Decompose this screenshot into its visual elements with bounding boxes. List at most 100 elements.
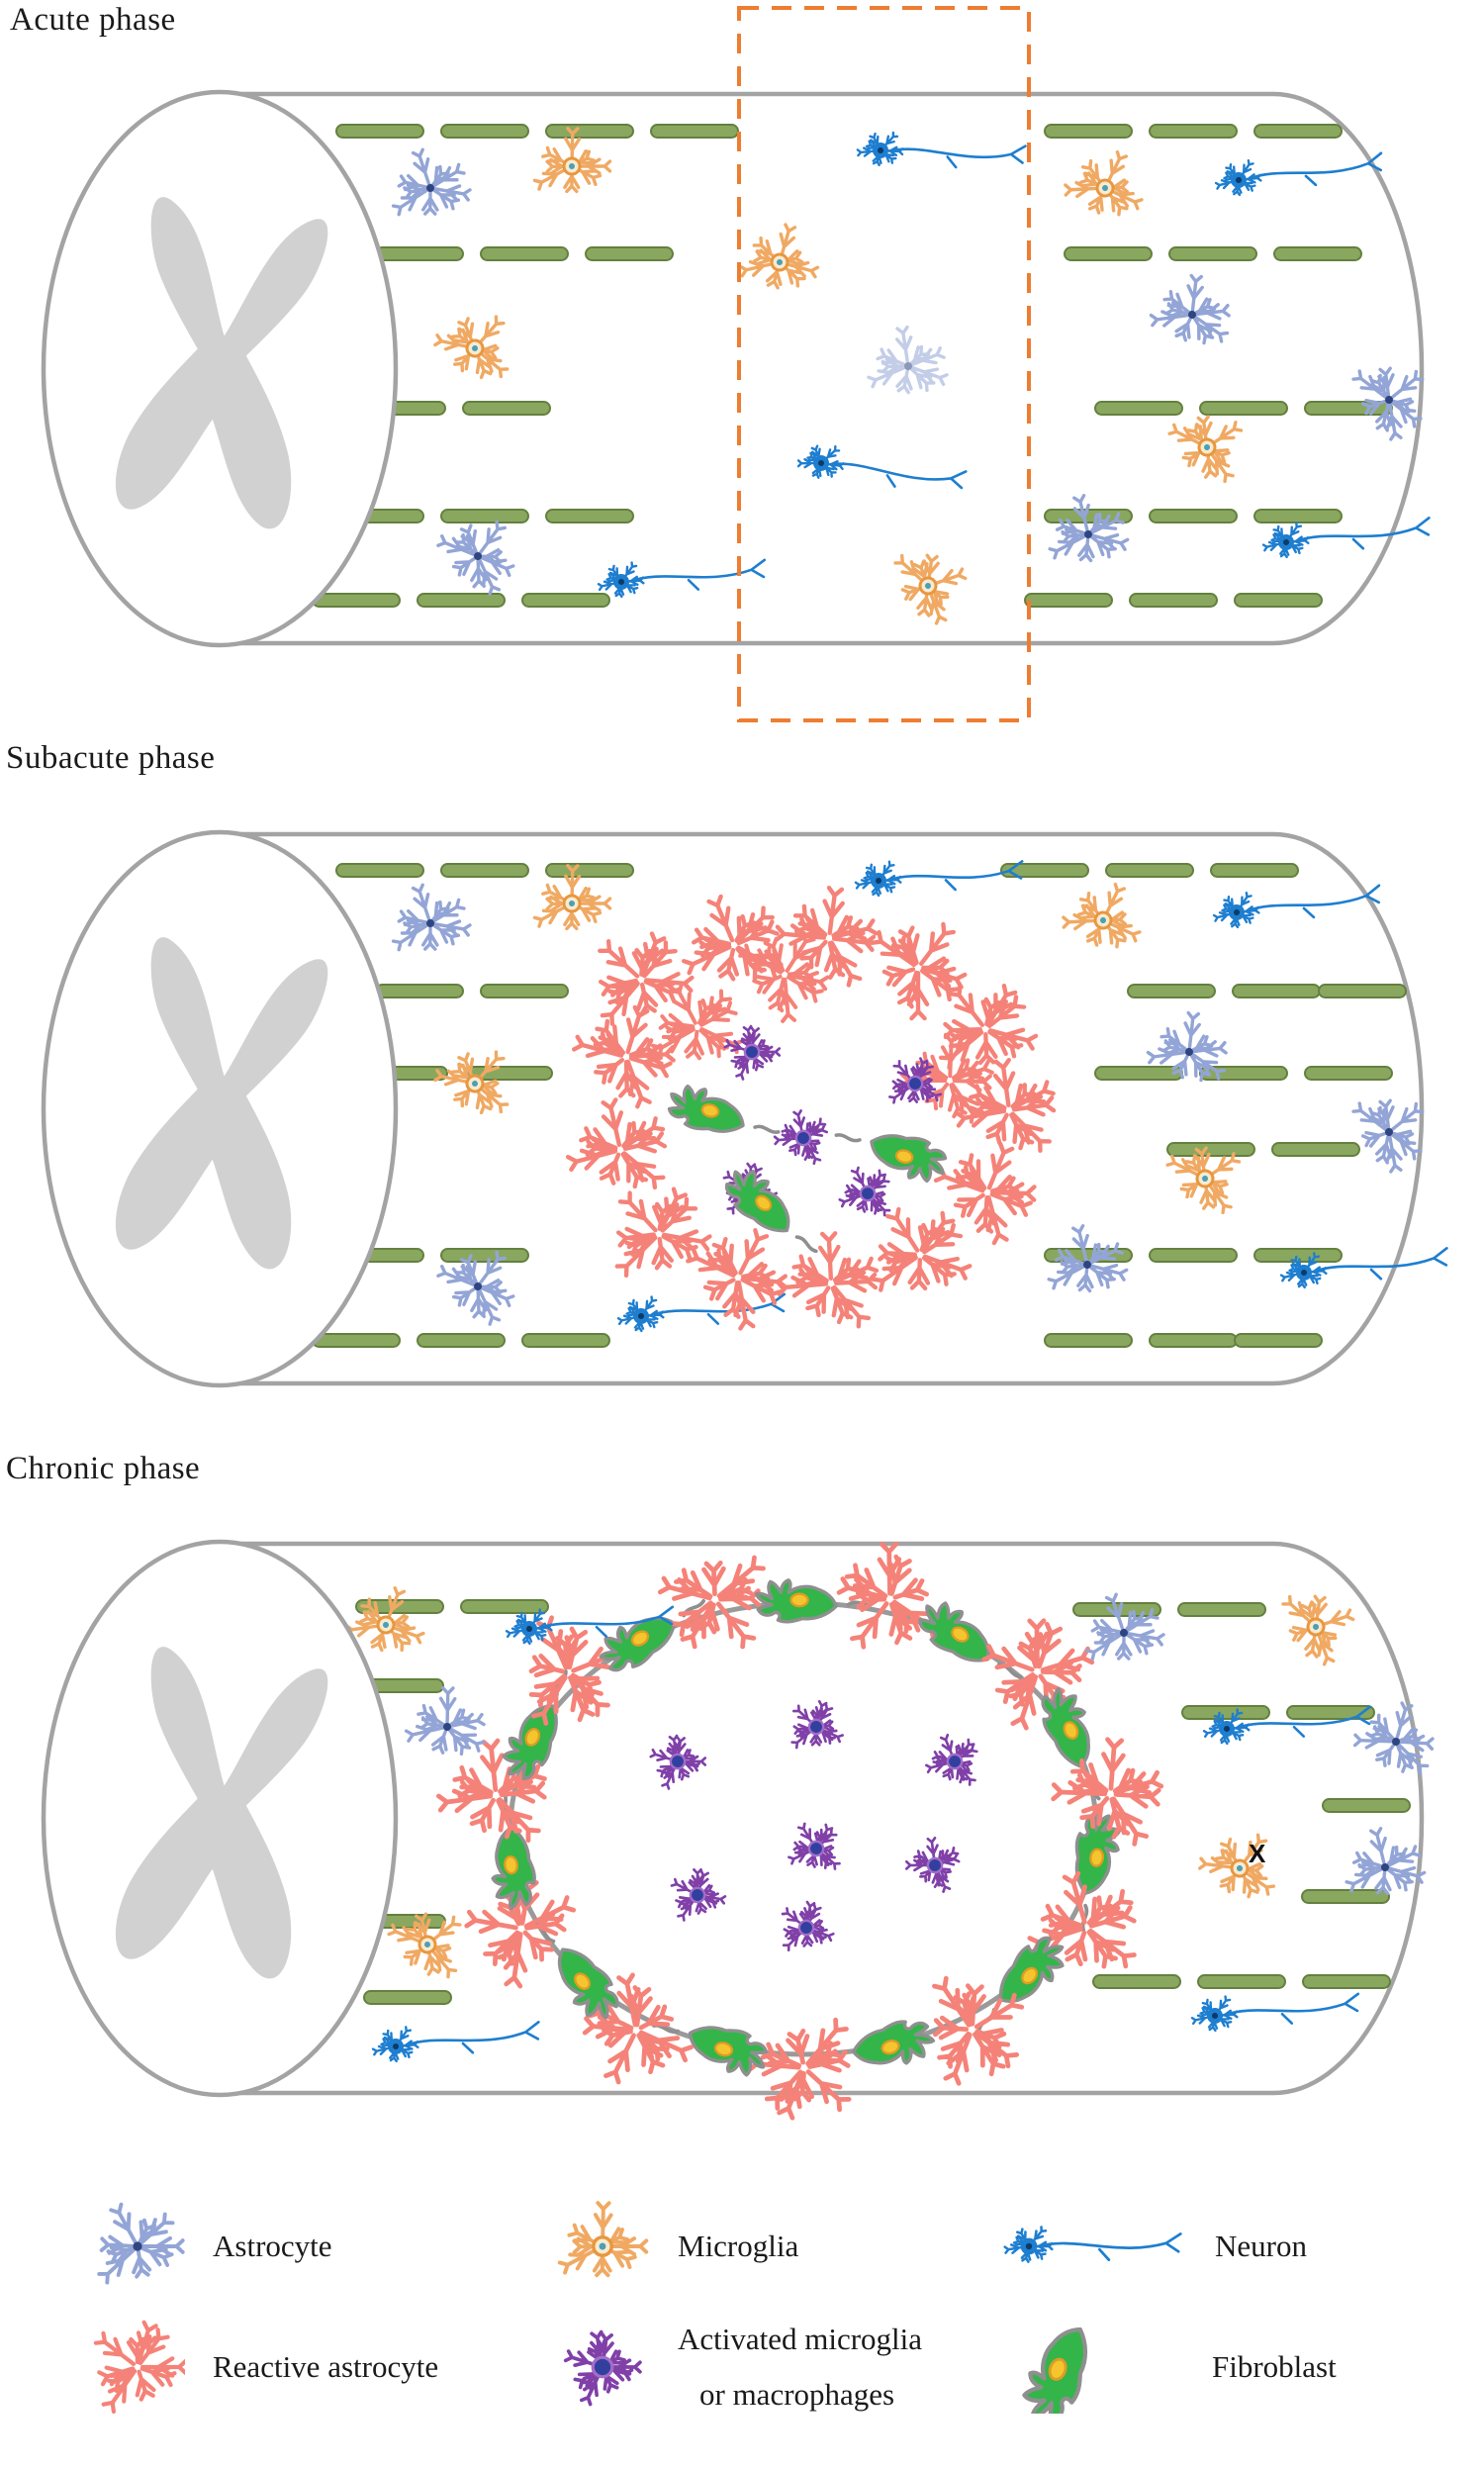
myelin-segment (440, 863, 529, 878)
fibroblast-icon (1022, 2327, 1088, 2414)
panel-subacute (41, 829, 1448, 1388)
myelin-segment (1318, 984, 1407, 998)
reactive-cell (651, 982, 744, 1061)
reactive-cell (871, 1206, 973, 1292)
astrocyte-cell (391, 883, 472, 952)
microglia-cell (387, 1912, 462, 1979)
microglia-cell (1281, 1594, 1355, 1666)
microglia-cell (738, 223, 820, 290)
myelin-segment (375, 246, 464, 261)
myelin-segment (521, 593, 610, 608)
myelin-segment (1044, 1333, 1133, 1348)
legend-item-neuron: Neuron (989, 2199, 1307, 2293)
myelin-segment (1286, 1705, 1375, 1720)
astrocyte-cell (1149, 273, 1231, 345)
activated-cell (723, 1024, 782, 1081)
activated-cell (790, 1699, 844, 1750)
myelin-segment (1149, 1248, 1238, 1263)
injury-zone-box (737, 6, 1031, 722)
myelin-segment (521, 1333, 610, 1348)
microglia-cell (1165, 1146, 1242, 1215)
myelin-segment (1322, 1798, 1411, 1813)
activated-cell (888, 1057, 943, 1104)
gray-matter (115, 1647, 328, 1979)
microglia-cell (532, 864, 612, 931)
activated-cell (670, 1867, 727, 1922)
myelin-segment (1210, 863, 1299, 878)
myelin-segment (585, 246, 674, 261)
gray-matter (115, 197, 328, 529)
myelin-segment (1094, 1066, 1183, 1081)
fibroblast-cell (1074, 1813, 1121, 1933)
reactive-cell (565, 1097, 668, 1190)
fibroblast-cell (834, 1133, 948, 1184)
reactive-astrocyte-cell (932, 1975, 1025, 2086)
astrocyte-cell (867, 325, 949, 395)
legend-label-neuron: Neuron (1215, 2228, 1307, 2263)
microglia-cell (1167, 415, 1244, 484)
neuron-cell (505, 1605, 675, 1646)
reactive-cell (933, 1141, 1037, 1246)
myelin-segment (1149, 1333, 1238, 1348)
myelin-segment (312, 593, 401, 608)
myelin-segment (1149, 124, 1238, 139)
fibroblast-cell (652, 2024, 769, 2077)
astrocyte-cell (1048, 494, 1130, 563)
spinal-cord-body (220, 91, 1425, 646)
myelin-segment (1232, 984, 1321, 998)
neuron-cell (616, 1292, 787, 1333)
legend-item-astrocyte: Astrocyte (91, 2199, 332, 2293)
myelin-segment (1253, 1248, 1343, 1263)
neuron-cell (856, 131, 1027, 169)
legend-item-microglia: Microglia (556, 2199, 798, 2293)
fibroblast-cell (724, 1170, 818, 1254)
myelin-segment (1044, 124, 1133, 139)
microglia-cell (433, 315, 510, 380)
myelin-segment (480, 984, 569, 998)
activated-cell (788, 1822, 841, 1870)
fibroblast-cell (502, 1669, 568, 1781)
reactive-cell (614, 1187, 712, 1279)
spinal-cord-body (220, 831, 1425, 1386)
myelin-segment (1105, 863, 1194, 878)
myelin-segment (545, 124, 634, 139)
myelin-segment (1064, 246, 1153, 261)
myelin-segment (1000, 863, 1089, 878)
neuron-cell (371, 2021, 540, 2063)
myelin-segment (312, 1333, 401, 1348)
astrocyte-cell (1352, 1701, 1435, 1775)
microglia-cell (893, 553, 968, 625)
myelin-segment (1094, 401, 1183, 416)
myelin-segment (545, 509, 634, 523)
myelin-segment (440, 124, 529, 139)
myelin-segment (1024, 593, 1113, 608)
reactive-cell (776, 1231, 880, 1329)
x-mark: X (1249, 1839, 1266, 1868)
myelin-segment (1166, 1142, 1255, 1157)
microglia-cell (1198, 1833, 1276, 1899)
myelin-segment (460, 1599, 549, 1614)
microglia-cell (344, 1586, 425, 1653)
astrocyte-cell (391, 147, 472, 217)
reactive-astrocyte-cell (582, 1972, 694, 2085)
reactive-cell (572, 1004, 676, 1109)
myelin-segment (1301, 1889, 1390, 1904)
neuron-cell (1190, 1992, 1360, 2033)
myelin-segment (1149, 509, 1238, 523)
myelin-segment (1181, 1705, 1270, 1720)
fibroblast-cell (599, 1598, 706, 1672)
neuron-cell (1279, 1247, 1448, 1289)
reactive-astrocyte-cell (746, 2017, 852, 2121)
myelin-segment (1127, 984, 1216, 998)
myelin-segment (1129, 593, 1218, 608)
microglia-cell (532, 127, 612, 194)
myelin-segment (1197, 1974, 1286, 1989)
fibroblast-cell (754, 1578, 876, 1624)
myelin-segment (1304, 1066, 1393, 1081)
astrocyte-cell (436, 520, 515, 596)
myelin-segment (1253, 124, 1343, 139)
activated-cell (773, 1109, 829, 1166)
legend-label-astrocyte: Astrocyte (213, 2228, 332, 2263)
myelin-segment (1234, 1333, 1323, 1348)
activated-microglia-icon (563, 2329, 642, 2407)
